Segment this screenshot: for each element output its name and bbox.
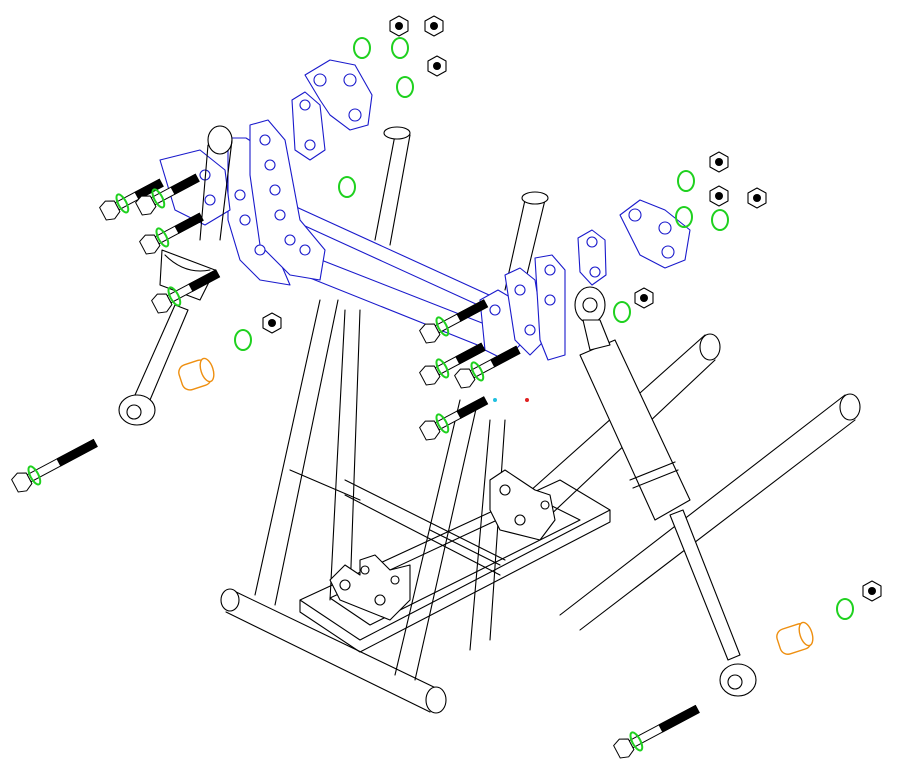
washer-icon xyxy=(613,301,631,323)
diagonal-rail xyxy=(289,469,501,566)
shock-rod xyxy=(669,509,741,661)
rear-tube-lower-end xyxy=(839,393,861,421)
washer-icon xyxy=(353,37,371,59)
hex-nut-icon xyxy=(709,151,729,173)
bolt-icon xyxy=(135,173,200,216)
shock-body xyxy=(579,339,691,521)
bracket-assembly xyxy=(159,59,691,361)
hex-nut-icon xyxy=(262,312,282,334)
front-cross-tube-end-right xyxy=(425,686,447,714)
rear-tube-upper-end xyxy=(699,333,721,361)
hex-nut-icon xyxy=(389,15,409,37)
bolt-icon xyxy=(454,345,521,389)
upper-plate-left-small xyxy=(291,91,326,161)
vertical-post-right-top xyxy=(521,191,549,205)
spacer-right xyxy=(776,621,814,655)
hex-nut-icon xyxy=(747,187,767,209)
upright-left-outer xyxy=(254,299,339,606)
washer-icon xyxy=(677,170,695,192)
hex-nut-icon xyxy=(634,287,654,309)
hex-nut-icon xyxy=(709,185,729,207)
vertical-post-left xyxy=(374,134,411,246)
left-tab xyxy=(159,149,231,226)
mid-rail xyxy=(344,479,506,576)
washers xyxy=(234,37,854,620)
spacer-left xyxy=(178,357,215,391)
base-frame xyxy=(220,126,861,714)
washer-icon xyxy=(391,37,409,59)
bolt-icon xyxy=(139,212,204,255)
upper-plate-right xyxy=(619,199,691,269)
shock-absorber xyxy=(574,286,757,697)
upright-left-inner xyxy=(329,309,361,601)
bolt-icon xyxy=(419,396,489,441)
washer-icon xyxy=(836,598,854,620)
bolts xyxy=(11,173,700,759)
washer-icon xyxy=(338,176,356,198)
bolt-icon xyxy=(99,178,164,221)
hex-nuts xyxy=(262,15,882,602)
washer-icon xyxy=(675,206,693,228)
bolt-icon xyxy=(419,299,489,344)
rear-tube-lower xyxy=(559,394,856,631)
upright-right-inner xyxy=(469,419,506,651)
bolt-icon xyxy=(613,704,700,759)
bolt-icon xyxy=(11,438,98,493)
washer-icon xyxy=(711,209,729,231)
bracket-chevron xyxy=(164,254,211,272)
marker-cyan xyxy=(493,398,497,402)
bolt-icon xyxy=(151,269,221,314)
bolt-icon xyxy=(419,342,486,386)
base-bracket-left xyxy=(329,554,411,621)
hex-nut-icon xyxy=(862,580,882,602)
front-cross-tube-end-left xyxy=(220,588,240,612)
washer-icon xyxy=(396,76,414,98)
vertical-post-left-top xyxy=(383,126,411,140)
front-cross-tube xyxy=(225,589,441,713)
hex-nut-icon xyxy=(427,55,447,77)
base-inner xyxy=(329,499,581,626)
washer-icon xyxy=(234,329,252,351)
marker-red xyxy=(525,398,529,402)
hex-nut-icon xyxy=(424,15,444,37)
